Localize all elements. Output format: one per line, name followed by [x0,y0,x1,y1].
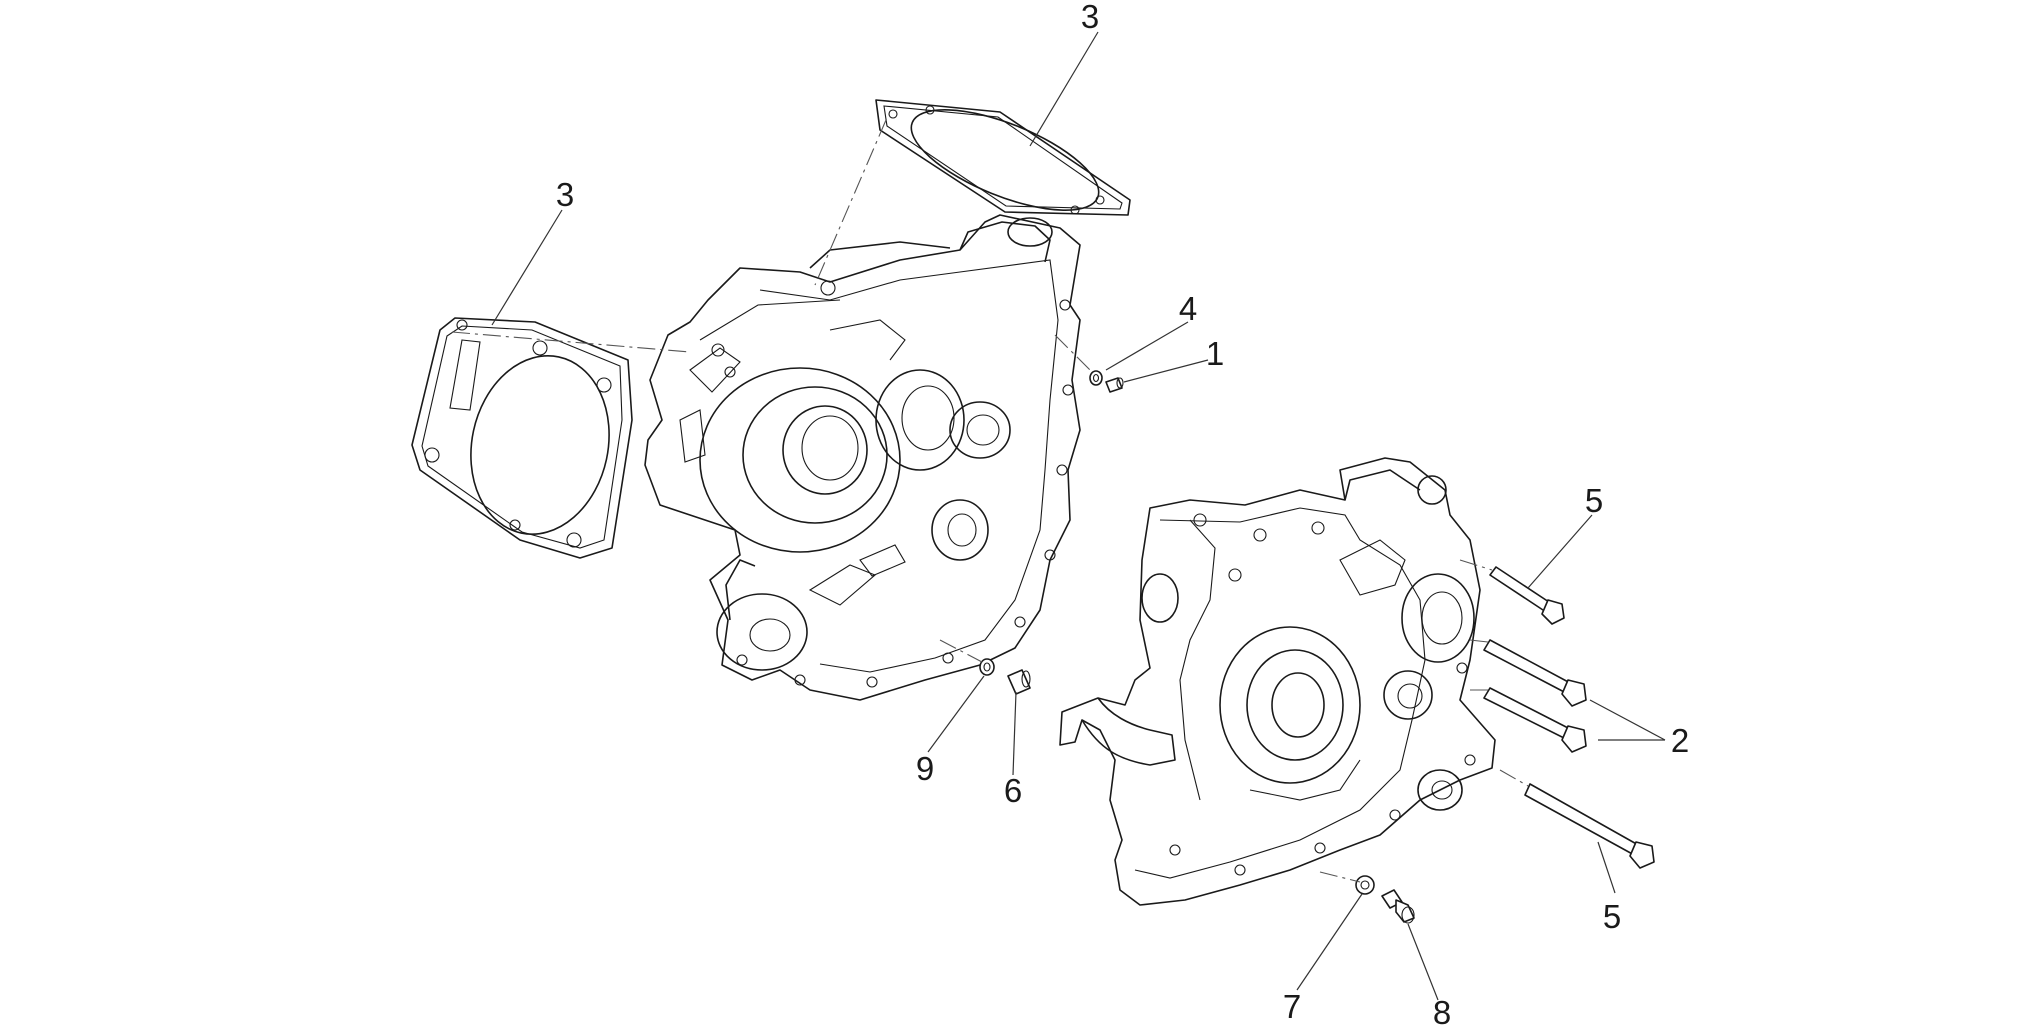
drain-plug-8 [1381,889,1415,924]
leader-lines [491,31,1666,1001]
callout-7: 7 [1283,988,1301,1025]
base-gasket-left [411,317,633,559]
dowel-bushing-6 [1007,669,1031,695]
callout-1: 1 [1206,335,1224,372]
callout-3-top: 3 [1081,0,1099,35]
alignment-lines [451,119,1529,883]
bolt-5-top [1489,566,1565,625]
callout-8: 8 [1433,994,1451,1025]
callout-4: 4 [1179,290,1197,327]
callout-3-left: 3 [556,176,574,213]
crankcase-left-half [644,214,1081,701]
callout-5-top: 5 [1585,482,1603,519]
bolt-2-lower [1483,687,1587,753]
o-ring-9 [979,658,995,676]
o-ring-4 [1089,370,1103,386]
callout-labels: 3 3 4 1 5 2 5 9 6 7 8 [556,0,1689,1025]
callout-9: 9 [916,750,934,787]
dowel-pin-1 [1105,377,1124,393]
callout-5-bottom: 5 [1603,898,1621,935]
callout-2: 2 [1671,722,1689,759]
crankcase-right-half [1059,457,1496,906]
head-gasket-top [875,99,1131,216]
washer-7 [1355,875,1375,895]
bolt-2-upper [1483,639,1587,707]
callout-6: 6 [1004,772,1022,809]
bolt-5-bottom [1524,783,1655,869]
